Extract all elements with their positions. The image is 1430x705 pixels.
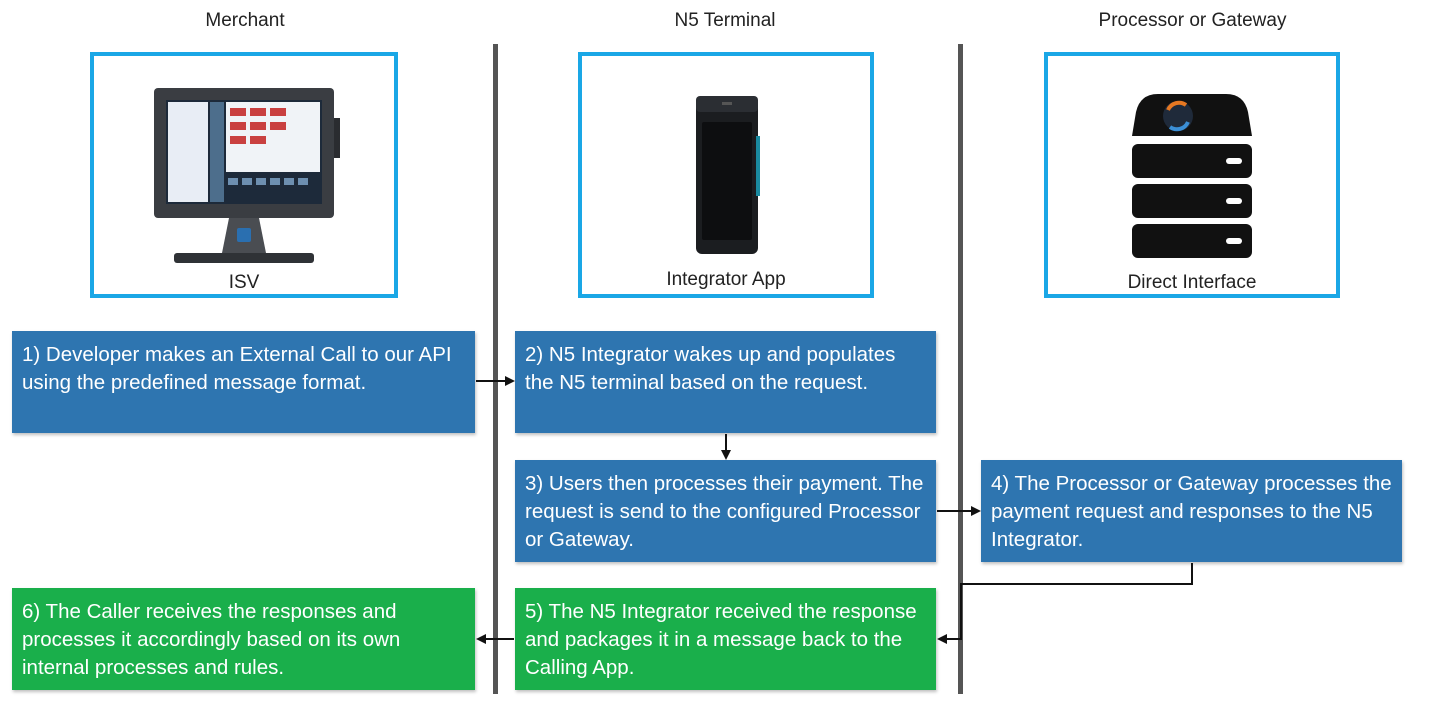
arrow-step4-to-step5 bbox=[937, 563, 1193, 644]
processor-caption: Direct Interface bbox=[1127, 272, 1257, 293]
lane-divider-left bbox=[493, 44, 498, 694]
processor-frame: Direct Interface bbox=[1044, 52, 1340, 298]
payment-terminal-icon bbox=[696, 96, 760, 254]
column-title-processor: Processor or Gateway bbox=[1098, 10, 1287, 31]
terminal-frame: Integrator App bbox=[578, 52, 874, 298]
step-5-box: 5) The N5 Integrator received the respon… bbox=[515, 588, 936, 690]
merchant-frame: ISV bbox=[90, 52, 398, 298]
column-title-merchant: Merchant bbox=[205, 10, 285, 31]
server-stack-icon bbox=[1132, 94, 1252, 258]
step-5-text: 5) The N5 Integrator received the respon… bbox=[525, 600, 917, 679]
step-3-box: 3) Users then processes their payment. T… bbox=[515, 460, 936, 562]
pos-terminal-icon bbox=[154, 88, 340, 263]
step-3-text: 3) Users then processes their payment. T… bbox=[525, 472, 924, 551]
step-1-box: 1) Developer makes an External Call to o… bbox=[12, 331, 475, 433]
step-2-box: 2) N5 Integrator wakes up and populates … bbox=[515, 331, 936, 433]
merchant-caption: ISV bbox=[228, 272, 260, 293]
step-1-text: 1) Developer makes an External Call to o… bbox=[22, 343, 452, 394]
lane-divider-right bbox=[958, 44, 963, 694]
step-4-text: 4) The Processor or Gateway processes th… bbox=[991, 472, 1392, 551]
step-6-text: 6) The Caller receives the responses and… bbox=[22, 600, 401, 679]
terminal-caption: Integrator App bbox=[666, 269, 786, 290]
step-6-box: 6) The Caller receives the responses and… bbox=[12, 588, 475, 690]
column-title-terminal: N5 Terminal bbox=[674, 10, 776, 31]
step-2-text: 2) N5 Integrator wakes up and populates … bbox=[525, 343, 896, 394]
step-4-box: 4) The Processor or Gateway processes th… bbox=[981, 460, 1402, 562]
